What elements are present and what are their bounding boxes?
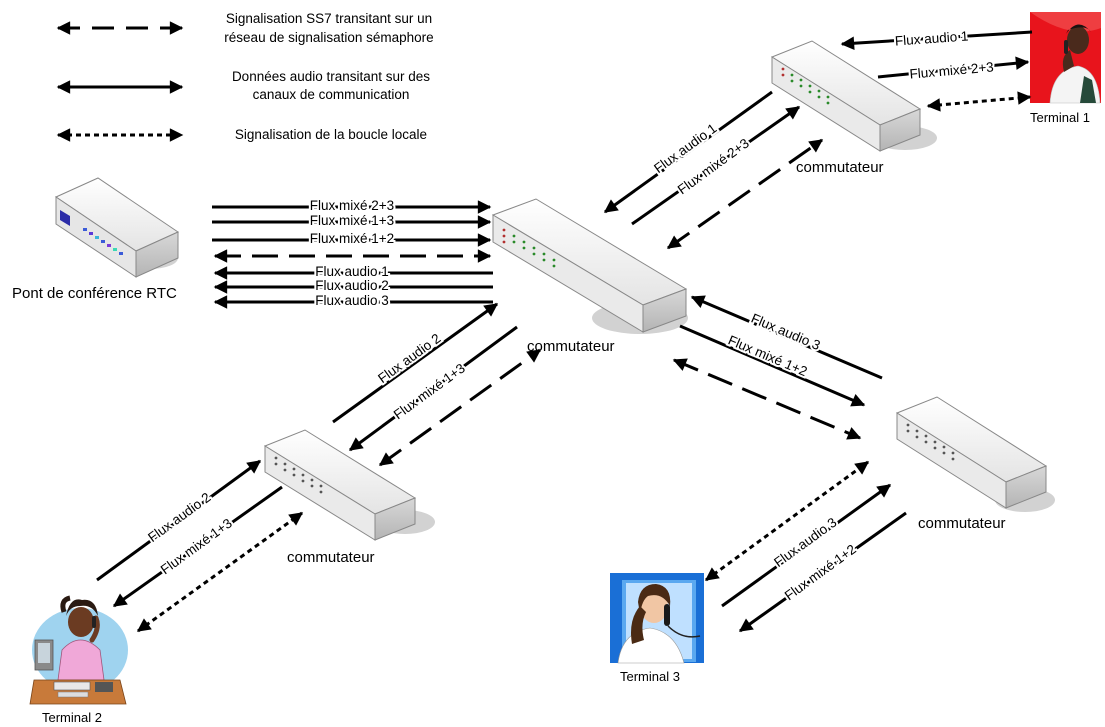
terminal1-label: Terminal 1 xyxy=(1030,110,1090,125)
legend: Signalisation SS7 transitant sur un rése… xyxy=(56,11,434,142)
terminal3-label: Terminal 3 xyxy=(620,669,680,684)
switch-terminal3-icon xyxy=(895,396,1055,512)
ss7-s3-center xyxy=(672,358,862,440)
switch-terminal1-icon xyxy=(770,40,937,152)
arrow-t3-audio3 xyxy=(721,483,892,608)
t2-switch-links: Flux audio 2 Flux mixé 1+3 xyxy=(96,459,304,633)
dotted-t1-local-loop xyxy=(926,91,1032,112)
label-s2-audio2: Flux audio 2 xyxy=(375,331,443,386)
bridge-device-icon xyxy=(54,177,180,278)
label-mix23-bridge: Flux mixé 2+3 xyxy=(310,198,394,213)
dotted-t3-local-loop xyxy=(704,460,870,582)
bridge-center-links: Flux mixé 2+3 Flux mixé 1+3 Flux mixé 1+… xyxy=(212,196,493,310)
switch-terminal2-icon xyxy=(263,429,435,541)
switch-terminal2-label: commutateur xyxy=(287,549,375,566)
legend-dotted-label: Signalisation de la boucle locale xyxy=(235,127,427,142)
switch-center-icon xyxy=(491,198,688,334)
arrow-t1-audio1 xyxy=(840,30,1033,50)
legend-dashed-label-2: réseau de signalisation sémaphore xyxy=(224,30,433,45)
t3-switch-links: Flux audio 3 Flux mixé 1+2 xyxy=(704,460,907,633)
label-mix12-bridge: Flux mixé 1+2 xyxy=(310,231,394,246)
switch-center-label: commutateur xyxy=(527,338,615,355)
switch1-center-links: Flux audio 1 Flux mixé 2+3 xyxy=(603,90,824,250)
legend-solid-label-1: Données audio transitant sur des xyxy=(232,69,430,84)
ss7-s1-center xyxy=(666,138,824,250)
terminal2-person-icon xyxy=(29,595,128,705)
arrow-t3-mix12 xyxy=(738,511,907,633)
arrow-t1-mix23 xyxy=(877,56,1030,79)
terminal1-person-icon xyxy=(1030,12,1101,104)
terminal3-person-icon xyxy=(610,573,704,664)
ss7-s2-center xyxy=(378,348,542,467)
switch2-center-links: Flux audio 2 Flux mixé 1+3 xyxy=(332,302,542,467)
label-mix13-bridge: Flux mixé 1+3 xyxy=(310,213,394,228)
label-audio3-bridge: Flux audio 3 xyxy=(315,293,389,308)
legend-dashed-label-1: Signalisation SS7 transitant sur un xyxy=(226,11,432,26)
legend-solid-label-2: canaux de communication xyxy=(253,87,410,102)
bridge-label: Pont de conférence RTC xyxy=(12,285,177,302)
switch3-center-links: Flux audio 3 Flux mixé 1+2 xyxy=(672,295,883,440)
terminal2-label: Terminal 2 xyxy=(42,710,102,725)
label-audio2-bridge: Flux audio 2 xyxy=(315,278,389,293)
label-t1-audio1: Flux audio 1 xyxy=(894,28,968,48)
dotted-t2-local-loop xyxy=(136,511,304,633)
label-audio1-bridge: Flux audio 1 xyxy=(315,264,389,279)
label-t1-mix23: Flux mixé 2+3 xyxy=(909,59,994,81)
switch-terminal1-label: commutateur xyxy=(796,159,884,176)
switch-terminal3-label: commutateur xyxy=(918,515,1006,532)
